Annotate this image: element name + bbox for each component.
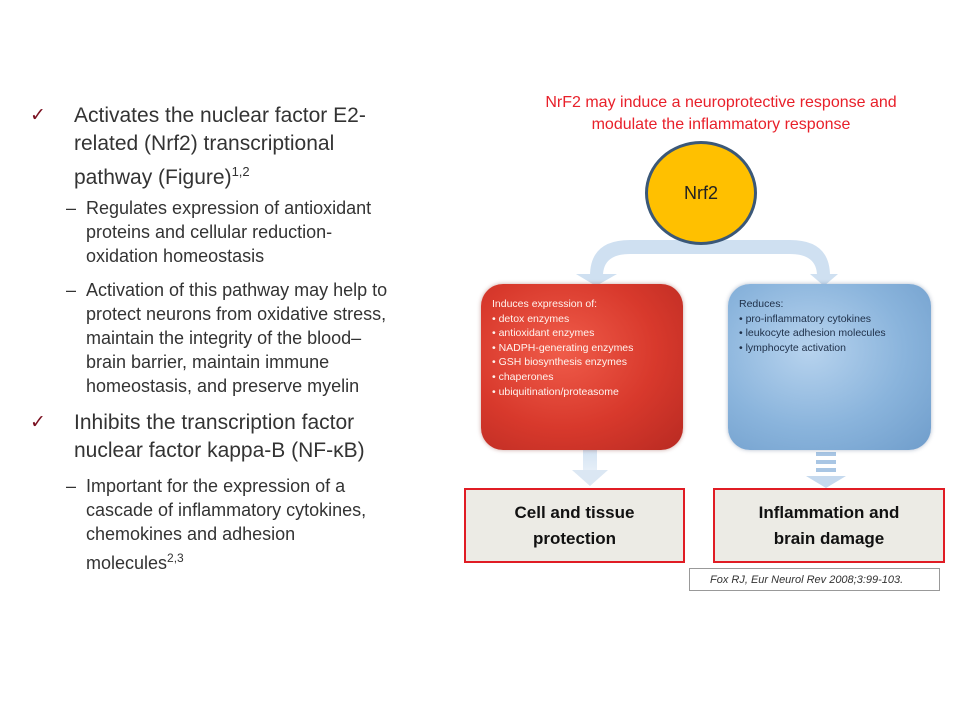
sub3-line: chemokines and adhesion (86, 524, 296, 544)
arrow-connectors (572, 230, 846, 488)
caption-line2: modulate the inflammatory response (591, 116, 851, 133)
sub3-last-text: molecules (86, 553, 168, 573)
bullet1-citation: 1,2 (231, 164, 250, 179)
right-arrowhead (810, 274, 838, 286)
bullet2-line1: Inhibits the transcription factor (74, 411, 355, 434)
outcome-left-line1: Cell and tissue (514, 502, 635, 522)
sub-bullet-important: – Important for the expression of a casc… (66, 474, 470, 575)
checkmark-icon: ✓ (30, 411, 46, 433)
induces-heading: Induces expression of: (492, 298, 598, 310)
bullet2-line2: nuclear factor kappa-B (NF-κB) (74, 439, 365, 462)
sub2-line: brain barrier, maintain immune (86, 352, 330, 372)
sub1-line: oxidation homeostasis (86, 246, 265, 266)
induces-item: detox enzymes (492, 312, 633, 327)
reduces-item: lymphocyte activation (739, 341, 886, 356)
nrf2-node: Nrf2 (645, 141, 757, 245)
induces-item: antioxidant enzymes (492, 326, 633, 341)
sub3-last-line: molecules2,3 (86, 546, 470, 575)
bullet-nfkb-inhibition: ✓ Inhibits the transcription factor nucl… (30, 409, 470, 465)
sub3-line: cascade of inflammatory cytokines, (86, 500, 367, 520)
induces-item: chaperones (492, 370, 633, 385)
bullet1-line2: related (Nrf2) transcriptional (74, 132, 335, 155)
right-down-arrowhead (806, 476, 846, 488)
bullet1-line3: pathway (Figure)1,2 (74, 158, 470, 192)
right-dash-3 (816, 468, 836, 472)
left-down-stem (583, 445, 597, 471)
dash-marker: – (66, 280, 77, 300)
reduces-item: leukocyte adhesion molecules (739, 326, 886, 341)
outcome-right-line1: Inflammation and (758, 502, 900, 522)
caption-line1: NrF2 may induce a neuroprotective respon… (545, 94, 897, 111)
sub2-line: maintain the integrity of the blood– (86, 328, 362, 348)
checkmark-icon: ✓ (30, 104, 46, 126)
outcome-inflammation: Inflammation and brain damage (713, 488, 945, 563)
reduces-panel: Reduces: pro-inflammatory cytokines leuk… (728, 284, 931, 450)
branch-arrow-shape (590, 240, 830, 278)
sub3-citation: 2,3 (167, 551, 184, 565)
reduces-item: pro-inflammatory cytokines (739, 312, 886, 327)
right-dash-1 (816, 452, 836, 456)
diagram-caption: NrF2 may induce a neuroprotective respon… (486, 92, 956, 136)
bullet-nrf2-activation: ✓ Activates the nuclear factor E2- relat… (30, 102, 470, 192)
induces-panel: Induces expression of: detox enzymes ant… (481, 284, 683, 450)
sub3-line: Important for the expression of a (86, 476, 346, 496)
right-dash-2 (816, 460, 836, 464)
outcome-right-line2: brain damage (773, 528, 885, 548)
sub2-line: protect neurons from oxidative stress, (86, 304, 387, 324)
induces-item: NADPH-generating enzymes (492, 341, 634, 356)
sub2-line: homeostasis, and preserve myelin (86, 376, 360, 396)
induces-item: GSH biosynthesis enzymes (492, 355, 633, 370)
outcome-left-line2: protection (532, 528, 617, 548)
reduces-heading: Reduces: (739, 298, 784, 310)
dash-marker: – (66, 198, 77, 218)
reference-citation: Fox RJ, Eur Neurol Rev 2008;3:99-103. (689, 568, 940, 591)
left-arrowhead (576, 274, 617, 286)
bullet1-line3-text: pathway (Figure) (74, 166, 232, 189)
sub-bullet-activation: – Activation of this pathway may help to… (66, 278, 470, 398)
sub1-line: proteins and cellular reduction- (86, 222, 333, 242)
sub-bullet-regulates: – Regulates expression of antioxidant pr… (66, 196, 470, 268)
bullet1-line1: Activates the nuclear factor E2- (74, 104, 366, 127)
outcome-cell-protection: Cell and tissue protection (464, 488, 685, 563)
sub1-line: Regulates expression of antioxidant (86, 198, 372, 218)
left-down-arrowhead (572, 470, 608, 486)
dash-marker: – (66, 476, 77, 496)
induces-item: ubiquitination/proteasome (492, 385, 633, 400)
sub2-line: Activation of this pathway may help to (86, 280, 388, 300)
